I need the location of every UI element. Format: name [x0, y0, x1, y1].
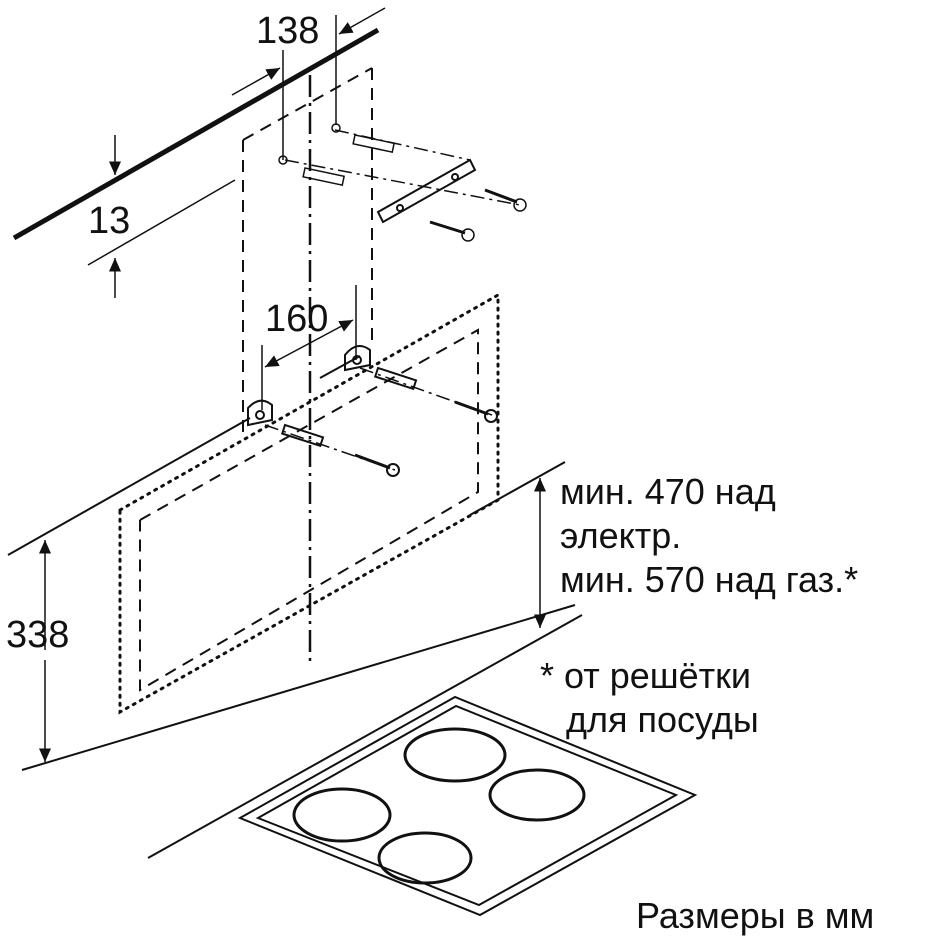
dim-160-arrow-right — [309, 319, 354, 344]
upper-dowels-screws — [278, 123, 527, 242]
chimney-outline — [242, 67, 373, 440]
wall-line-upper-2 — [319, 355, 361, 379]
units-caption: Размеры в мм — [636, 895, 875, 936]
hood-hooks — [247, 345, 498, 477]
dim-338-label: 338 — [6, 614, 70, 656]
wall-line-upper — [7, 417, 251, 556]
dim-13-label: 13 — [88, 200, 131, 242]
clearance-note-line1: мин. 470 над — [560, 471, 776, 512]
footnote-line1: * от решётки — [540, 655, 752, 696]
clearance-note-line3: мин. 570 над газ.* — [560, 559, 859, 600]
counter-line — [147, 614, 583, 859]
ceiling-line — [12, 27, 380, 241]
footnote-line2: для посуды — [566, 699, 759, 740]
ceiling-offset-line — [87, 179, 236, 266]
dim-160-label: 160 — [265, 298, 329, 340]
burner — [403, 727, 507, 783]
upper-bracket — [376, 158, 477, 224]
dim-138-arrow-left — [231, 67, 281, 96]
wall-line-lower — [21, 604, 576, 771]
burner — [488, 768, 586, 822]
wall-line-right — [469, 461, 566, 516]
clearance-note-line2: электр. — [560, 515, 682, 556]
dim-160-arrow-left — [264, 342, 311, 368]
dim-138-arrow-right — [338, 7, 386, 35]
burner — [377, 831, 473, 885]
dim-138-label: 138 — [256, 10, 320, 52]
cooktop — [237, 695, 698, 917]
hood-outline — [118, 292, 500, 715]
burner — [292, 787, 392, 843]
